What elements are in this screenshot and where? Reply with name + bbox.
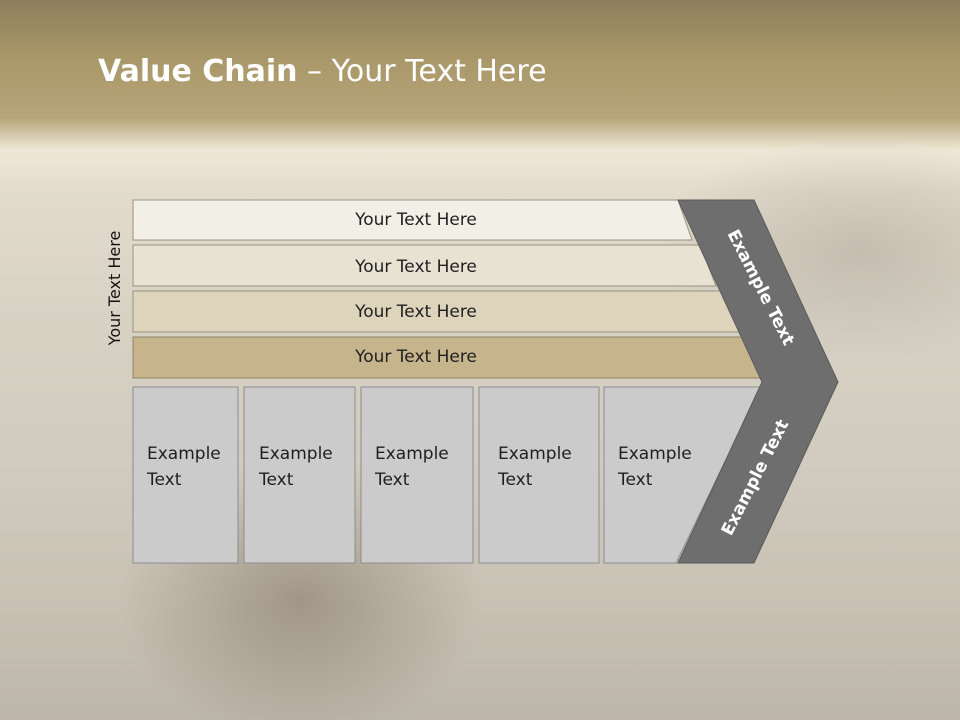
bar-2-label: Your Text Here <box>354 257 477 277</box>
bar-3-label: Your Text Here <box>354 302 477 322</box>
cell-4-line2: Text <box>497 470 533 490</box>
chevron-shape[interactable] <box>677 199 839 564</box>
bar-1[interactable] <box>132 199 693 241</box>
bar-4-label: Your Text Here <box>354 347 477 367</box>
slide-title: Value Chain – Your Text Here <box>98 54 547 89</box>
cell-3-line1: Example <box>375 444 449 464</box>
cell-2[interactable] <box>243 386 356 564</box>
cell-5[interactable] <box>603 386 762 564</box>
cell-1-line1: Example <box>147 444 221 464</box>
cell-4[interactable] <box>478 386 600 564</box>
cell-2-line2: Text <box>258 470 294 490</box>
bar-2[interactable] <box>132 244 717 287</box>
cell-1-line2: Text <box>146 470 182 490</box>
cell-3[interactable] <box>360 386 474 564</box>
cell-1[interactable] <box>132 386 239 564</box>
cell-5-line2: Text <box>617 470 653 490</box>
cell-2-line1: Example <box>259 444 333 464</box>
bar-1-label: Your Text Here <box>354 210 477 230</box>
cell-4-line1: Example <box>498 444 572 464</box>
title-bold: Value Chain <box>98 54 298 89</box>
cell-5-line1: Example <box>618 444 692 464</box>
cell-3-line2: Text <box>374 470 410 490</box>
title-rest: – Your Text Here <box>297 54 547 89</box>
